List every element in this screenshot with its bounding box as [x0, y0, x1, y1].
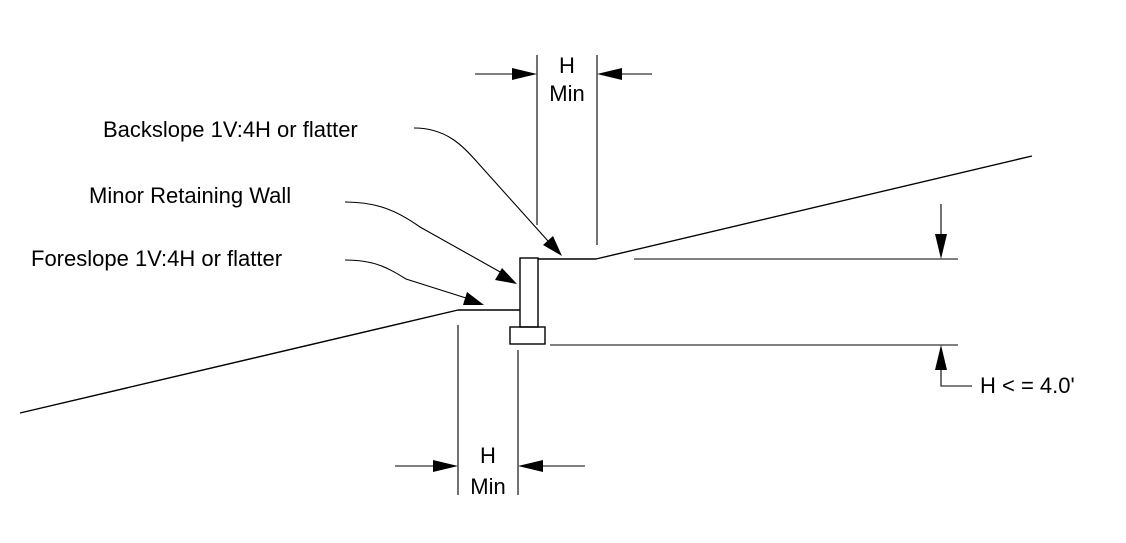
foreslope-ground-line — [19, 309, 520, 414]
backslope-ground-line — [538, 155, 1033, 260]
retaining-wall — [509, 257, 546, 345]
wall-footing — [509, 326, 546, 345]
top-h-min-dimension: H Min — [475, 53, 652, 245]
wall-label: Minor Retaining Wall — [89, 183, 291, 208]
wall-leader: Minor Retaining Wall — [89, 183, 517, 284]
bottom-h-min-dimension: H Min — [395, 325, 585, 499]
wall-height-dimension: H < = 4.0' — [550, 204, 1075, 398]
top-dim-min-label: Min — [549, 81, 584, 106]
foreslope-label: Foreslope 1V:4H or flatter — [31, 246, 282, 271]
wall-stem — [519, 257, 539, 328]
backslope-label: Backslope 1V:4H or flatter — [103, 117, 358, 142]
top-dim-h-label: H — [559, 53, 575, 78]
bottom-dim-h-label: H — [480, 443, 496, 468]
bottom-dim-min-label: Min — [470, 474, 505, 499]
backslope-leader: Backslope 1V:4H or flatter — [103, 117, 562, 256]
height-limit-label: H < = 4.0' — [980, 373, 1075, 398]
foreslope-leader: Foreslope 1V:4H or flatter — [31, 246, 484, 305]
